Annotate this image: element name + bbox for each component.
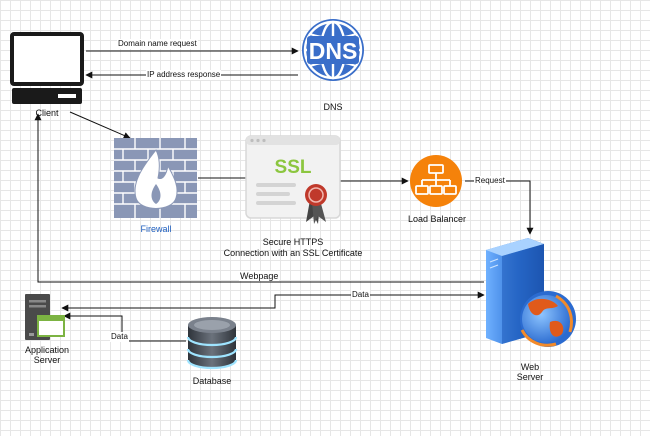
- ssl-caption-line-2: Connection with an SSL Certificate: [223, 248, 363, 258]
- load-balancer-label: Load Balancer: [407, 214, 467, 224]
- client-label: Client: [35, 108, 59, 118]
- database-label: Database: [192, 376, 232, 386]
- ssl-caption-line-1: Secure HTTPS: [262, 237, 324, 247]
- web-server-label-line-1: Web: [520, 362, 540, 372]
- database-icon: [186, 317, 238, 370]
- ssl-certificate-icon: SSL: [245, 135, 341, 224]
- firewall-icon: [114, 138, 197, 218]
- edge-label-data-db: Data: [110, 332, 129, 342]
- web-server-icon: [486, 238, 576, 347]
- edge-label-data-web: Data: [351, 290, 370, 300]
- app-server-label-line-2: Server: [33, 355, 61, 365]
- edge-data-web: [61, 291, 485, 312]
- edge-webpage: [34, 113, 484, 283]
- computer-icon: [10, 32, 84, 104]
- dns-globe-icon: DNS: [302, 19, 364, 81]
- edge-label-lb-request: Request: [474, 176, 506, 186]
- load-balancer-icon: [410, 155, 462, 207]
- edge-data-db: [63, 312, 186, 342]
- dns-logo-text: DNS: [309, 38, 358, 64]
- edge-lb-request: [465, 180, 534, 235]
- edge-label-ip-response: IP address response: [146, 70, 222, 80]
- dns-label: DNS: [323, 102, 343, 112]
- application-server-icon: [25, 294, 65, 340]
- app-server-label-line-1: Application: [24, 345, 70, 355]
- edge-label-webpage: Webpage: [239, 271, 280, 281]
- ssl-badge-text: SSL: [275, 157, 312, 178]
- edge-label-domain-request: Domain name request: [117, 39, 198, 49]
- edge-client-firewall: [69, 111, 131, 139]
- web-server-label-line-2: Server: [516, 372, 544, 382]
- firewall-label: Firewall: [140, 224, 172, 234]
